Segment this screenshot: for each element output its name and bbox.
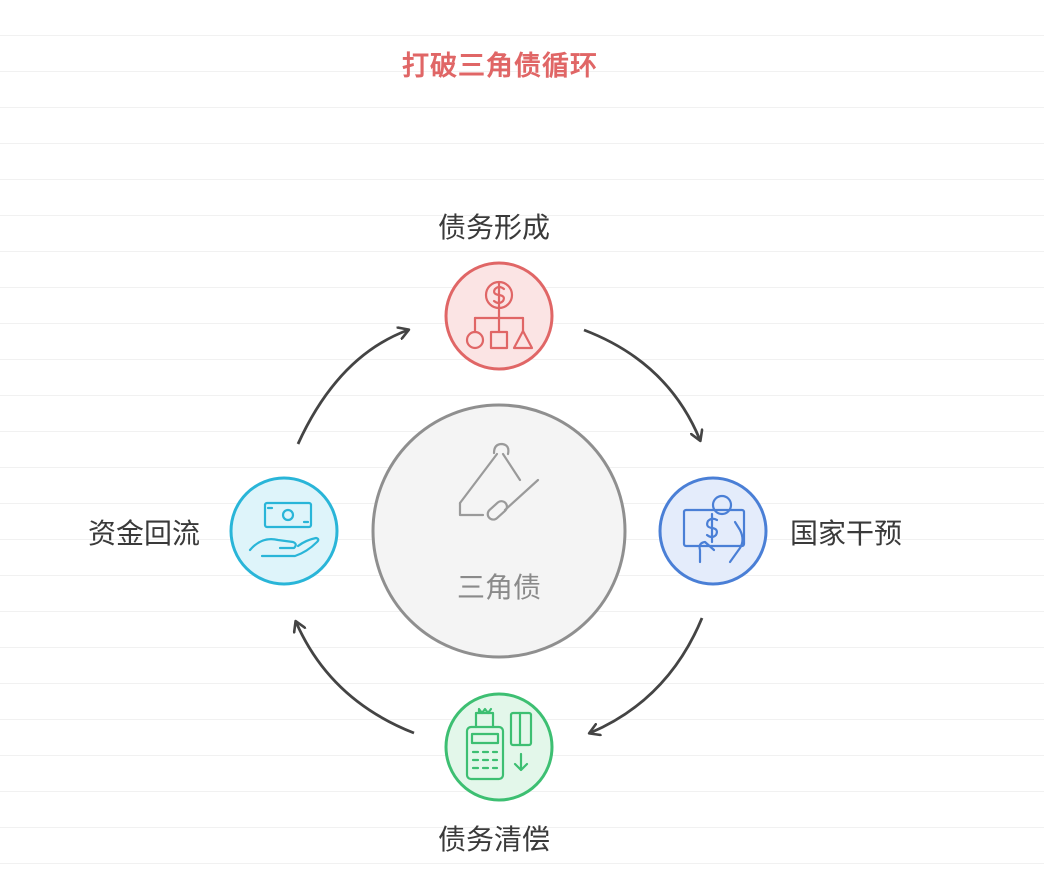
node-state-intervention — [658, 476, 768, 586]
arrow-right-to-bottom — [590, 617, 704, 733]
node-label-debt-settlement: 债务清偿 — [438, 823, 551, 856]
cash-in-hand-icon — [682, 494, 746, 564]
center-node: 三角债 — [371, 403, 627, 659]
node-label-capital-return: 资金回流 — [88, 517, 201, 550]
node-label-state-intervention: 国家干预 — [790, 517, 903, 550]
org-structure-dollar-icon — [465, 280, 534, 350]
arrow-left-to-top — [296, 330, 408, 445]
triangle-instrument-icon — [458, 442, 540, 521]
node-debt-formation — [444, 261, 554, 371]
money-on-hand-icon — [248, 501, 320, 558]
arrow-top-to-right — [583, 328, 700, 440]
diagram-title: 打破三角债循环 — [402, 51, 598, 82]
payment-terminal-icon — [465, 707, 533, 781]
node-debt-settlement — [444, 692, 554, 802]
node-capital-return — [229, 476, 339, 586]
node-label-debt-formation: 债务形成 — [438, 211, 551, 244]
arrow-bottom-to-left — [296, 622, 415, 735]
center-label: 三角债 — [457, 571, 541, 604]
